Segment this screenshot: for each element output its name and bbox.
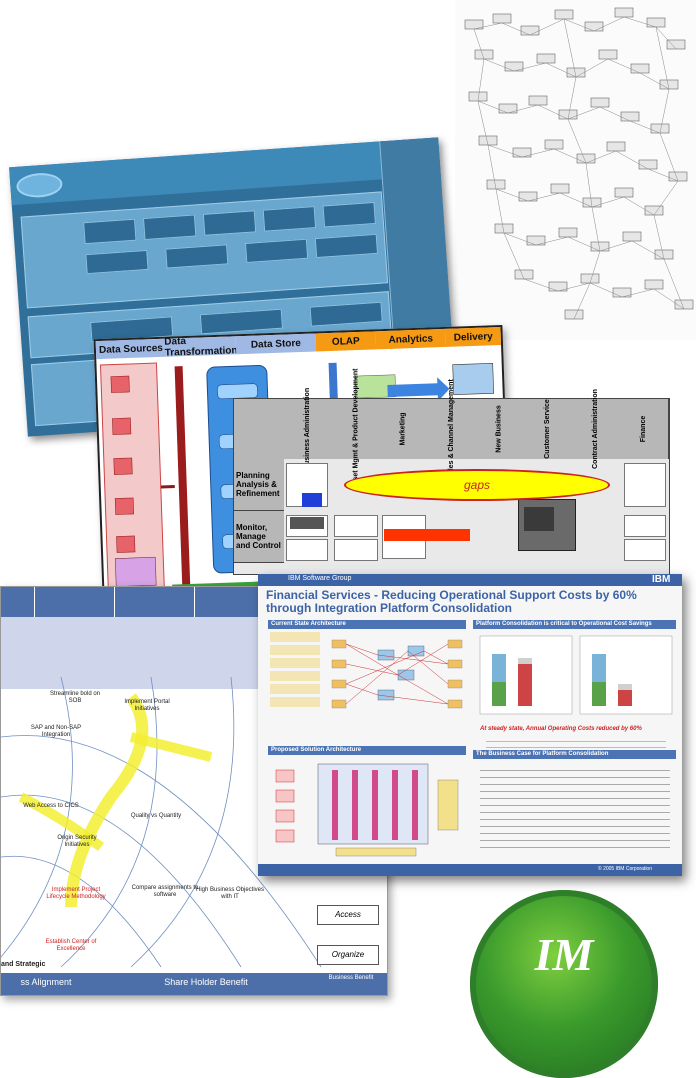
gaps-ellipse: gaps [344,469,610,501]
matrix-corner [234,399,285,459]
matrix-cell [624,463,666,507]
arc-header-cell [1,587,35,617]
arc-label: Establish Center of Excellence [45,939,97,952]
matrix-cell [334,539,378,561]
matrix-gray-marker [290,517,324,529]
matrix-row-header: Monitor, Manage and Control [234,511,284,563]
ibm-group-label: IBM Software Group [288,575,352,582]
arc-header-cell [35,587,115,617]
ibm-cost-charts [479,635,673,715]
ibm-business-case-text [480,764,670,854]
ibm-brand: IBM [652,574,671,585]
im-logo: IM [470,890,658,1078]
matrix-col-header: Contract Administration [572,389,621,469]
arc-footer-extra: and Strategic [1,961,46,968]
ibm-section-proposed: Proposed Solution Architecture [268,746,466,755]
ibm-section-business-case: The Business Case for Platform Consolida… [473,750,676,759]
arc-label: Web Access to CICS [23,803,79,809]
access-box: Access [317,905,379,925]
matrix-cell [624,539,666,561]
dw-header-delivery: Delivery [445,327,502,347]
matrix-cell [286,539,328,561]
ibm-footer-bar [258,864,682,876]
ibm-current-diagram [331,639,463,709]
arc-label: Implement Portal Initiatives [124,699,170,712]
ibm-proposed-diagram [275,763,459,857]
arc-header-cell [115,587,195,617]
arc-label: Origin Security Initiatives [57,835,97,848]
matrix-cell [334,515,378,537]
ibm-header-bar [258,574,682,586]
matrix-col-header: Asset Mgmt & Product Development [332,369,381,489]
matrix-col-header: Marketing [380,399,429,459]
architecture-block [322,201,376,228]
architecture-block [262,206,317,232]
matrix-cell [624,515,666,537]
arc-curves [1,677,322,968]
matrix-dark-block-inner [524,507,554,531]
ibm-highlight: At steady state, Annual Operating Costs … [480,726,642,732]
logo-text: IM [534,929,594,980]
matrix-col-header: Finance [620,399,669,459]
capability-matrix: Business Administration Asset Mgmt & Pro… [233,369,670,575]
arc-label: SAP and Non-SAP Integration [30,725,82,738]
arc-label: Implement Project Lifecycle Methodology [46,887,106,900]
dw-header-olap: OLAP [315,331,377,352]
ibm-title-line1: Financial Services - Reducing Operationa… [266,588,637,602]
flowchart-image [455,0,696,340]
matrix-red-bar [384,529,470,541]
ibm-footer-text: © 2005 IBM Corporation [598,866,652,872]
flowchart-drawing [464,7,694,320]
matrix-blue-marker [302,493,322,507]
arc-label: High Business Objectives with IT [195,887,265,900]
ibm-current-list [270,632,320,732]
arc-label: Streamline bold on SOB [49,691,101,704]
architecture-block [83,218,137,245]
matrix-row-header: Planning Analysis & Refinement [234,459,284,511]
arc-footer-left: ss Alignment [20,977,72,987]
matrix-col-header: Business Administration [284,388,333,470]
matrix-col-header: Customer Service [524,399,573,459]
ibm-title-line2: through Integration Platform Consolidati… [266,601,512,615]
arc-footer-bar [1,973,387,995]
arc-label: Quality vs Quantity [130,813,182,819]
arc-header-table-body [1,617,275,689]
arc-footer-mid: Share Holder Benefit [164,977,248,987]
architecture-block [202,210,257,236]
matrix-col-header: Sales & Channel Management [428,379,477,479]
ibm-section-current: Current State Architecture [268,620,466,629]
ibm-slide: IBM Software Group IBM Financial Service… [258,574,682,876]
ibm-section-consolidation: Platform Consolidation is critical to Op… [473,620,676,629]
organize-box: Organize [317,945,379,965]
arc-label: Compare assignments to software [131,885,199,898]
matrix-col-header: New Business [476,399,525,459]
arc-footer-right: Business Benefit [328,975,374,981]
architecture-block [142,214,197,241]
